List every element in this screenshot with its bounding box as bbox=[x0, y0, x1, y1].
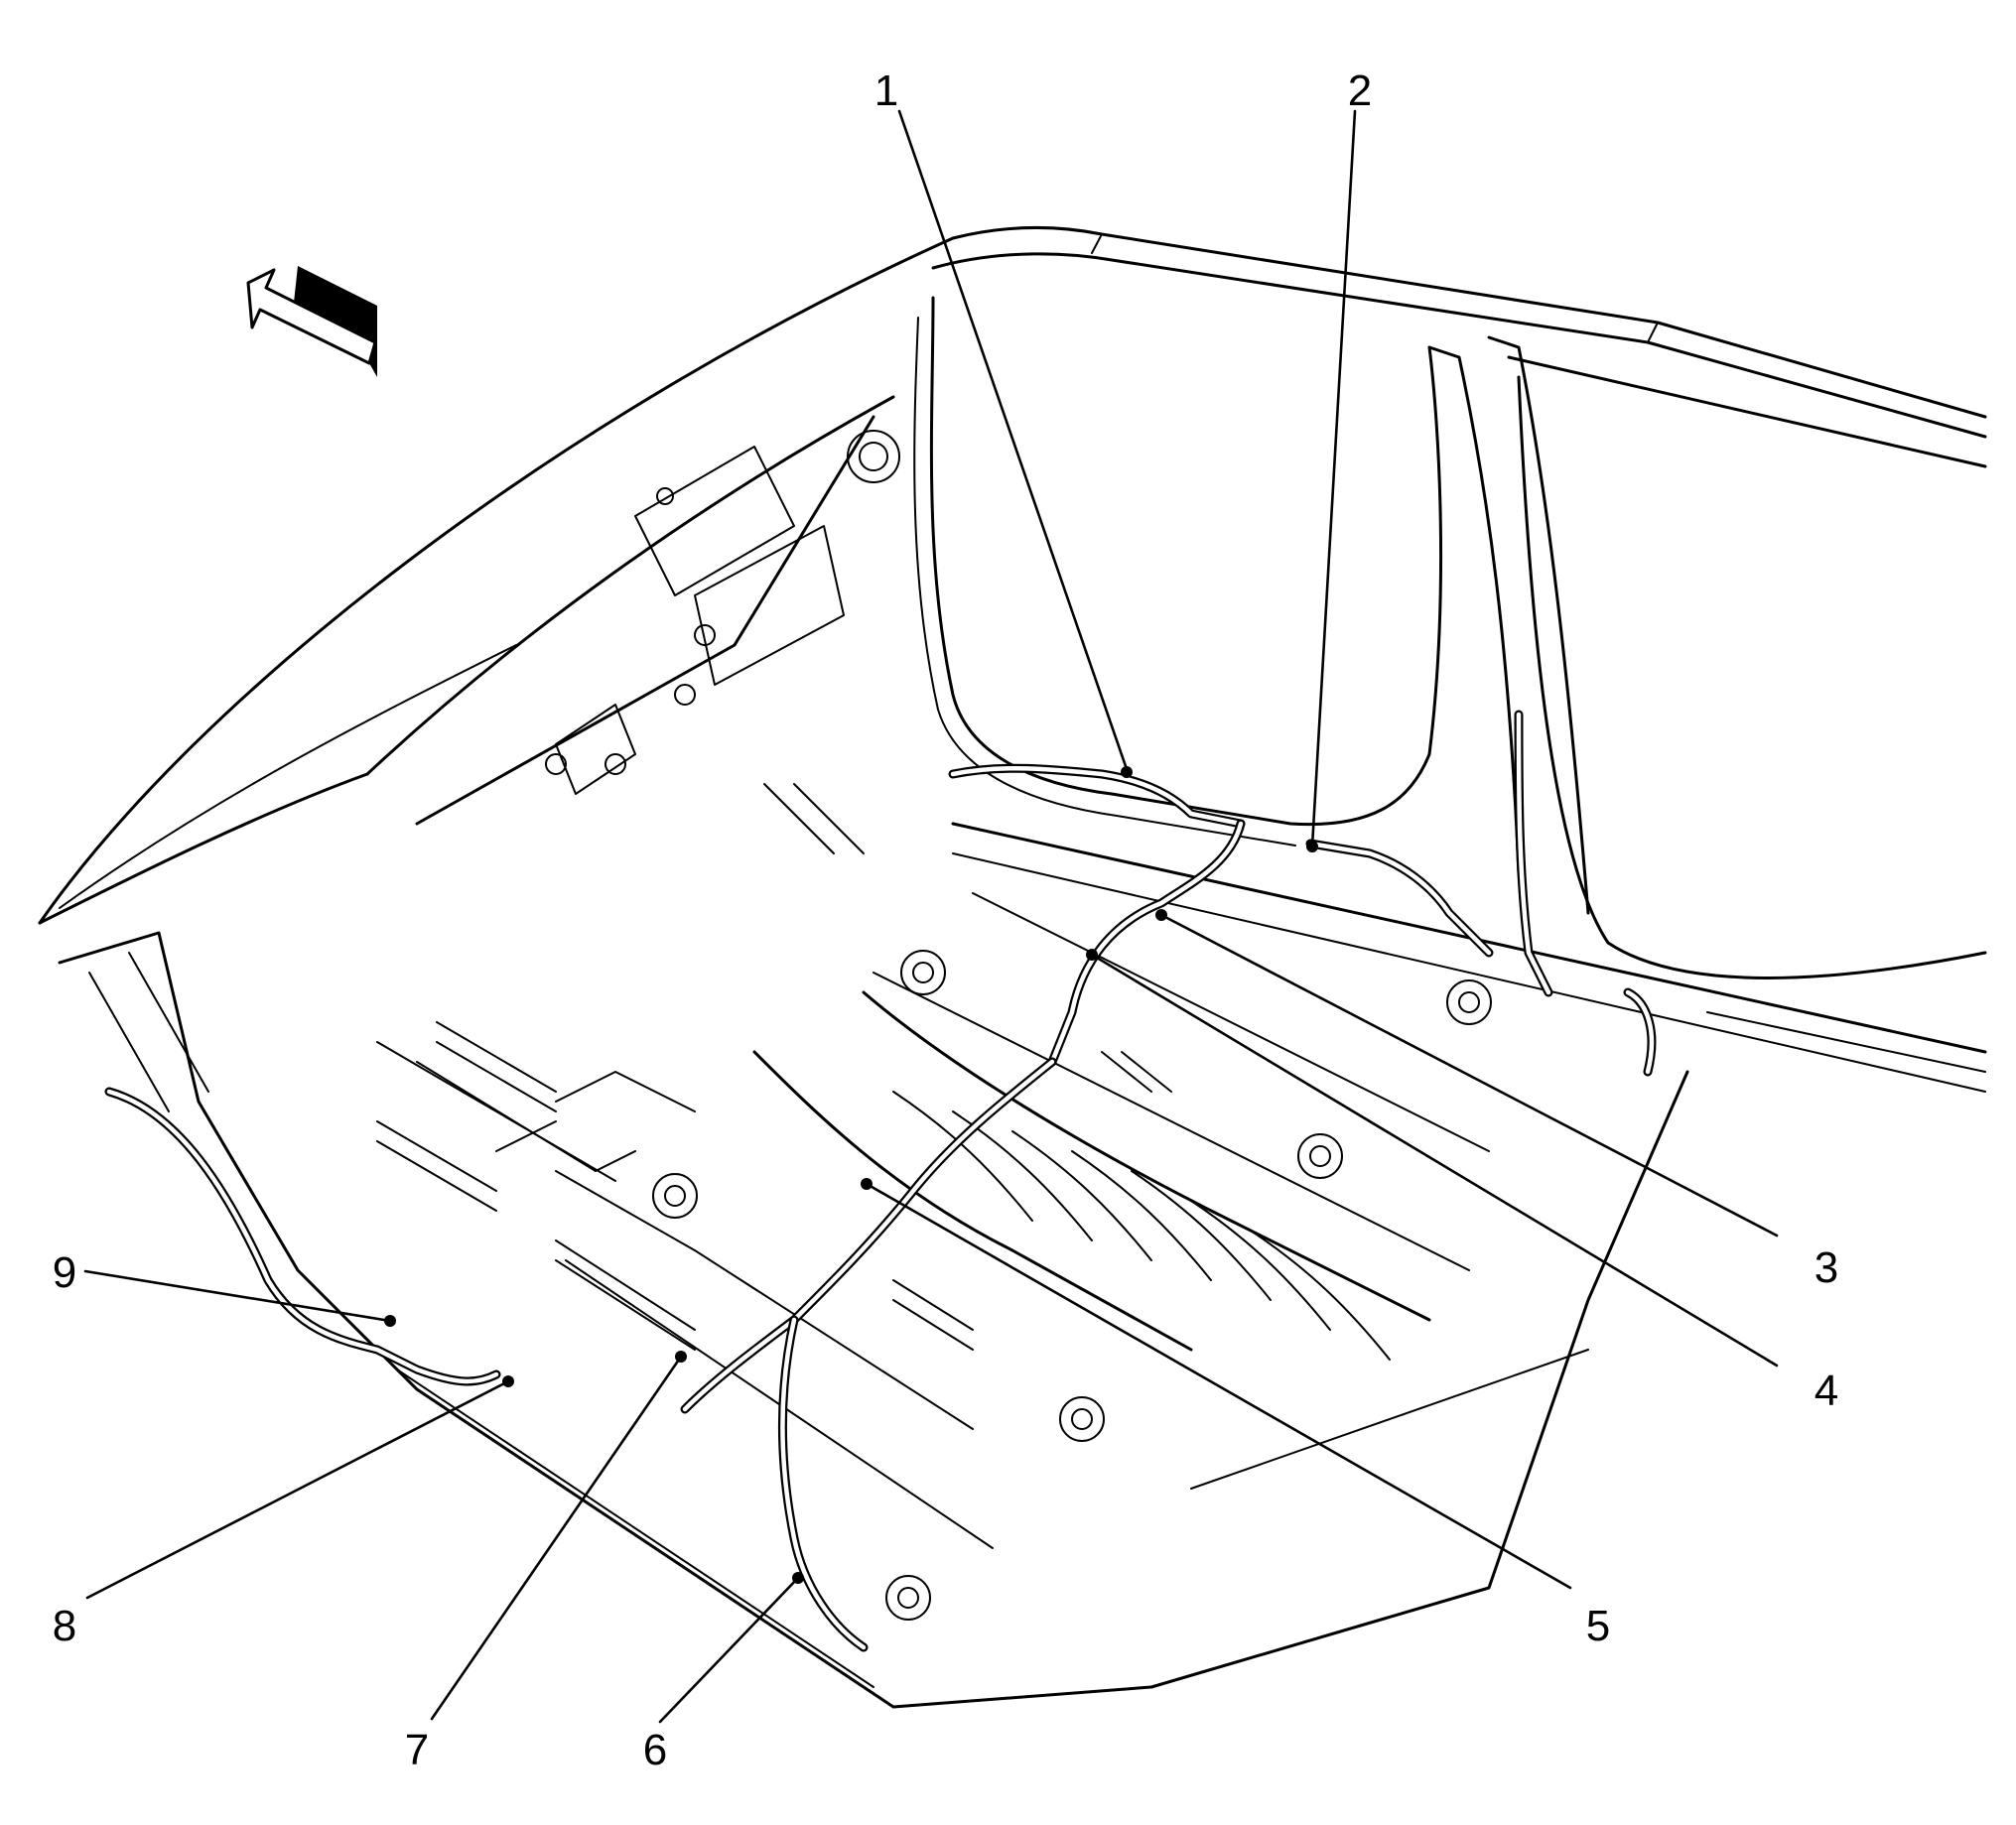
leader-5 bbox=[865, 1182, 1572, 1590]
leader-dot-8 bbox=[502, 1375, 514, 1387]
callout-5: 5 bbox=[1586, 1602, 1610, 1650]
callout-2: 2 bbox=[1348, 66, 1372, 115]
floor-wiring-harness bbox=[104, 710, 1657, 1652]
leader-7 bbox=[430, 1355, 683, 1721]
leader-dot-5 bbox=[861, 1178, 873, 1190]
callout-1: 1 bbox=[874, 66, 898, 115]
leader-6 bbox=[658, 1576, 800, 1724]
leader-dot-6 bbox=[792, 1572, 804, 1584]
leader-4 bbox=[1090, 953, 1779, 1368]
leader-dot-2 bbox=[1306, 841, 1318, 852]
vehicle-body-outline bbox=[38, 225, 1987, 1709]
callout-labels: 1 2 3 4 5 6 7 8 9 bbox=[53, 66, 1838, 1774]
leader-dot-9 bbox=[384, 1315, 396, 1327]
callout-8: 8 bbox=[53, 1602, 76, 1650]
leader-1 bbox=[897, 109, 1129, 771]
callout-4: 4 bbox=[1814, 1367, 1838, 1415]
leader-dot-4 bbox=[1086, 949, 1098, 961]
leader-3 bbox=[1159, 913, 1779, 1238]
leader-dot-1 bbox=[1121, 766, 1133, 778]
callout-7: 7 bbox=[405, 1726, 429, 1774]
front-direction-arrow-icon bbox=[246, 266, 377, 377]
callout-leaders bbox=[83, 109, 1779, 1724]
leader-2 bbox=[1310, 109, 1357, 848]
callout-6: 6 bbox=[643, 1726, 667, 1774]
leader-dot-7 bbox=[675, 1351, 687, 1363]
callout-9: 9 bbox=[53, 1248, 76, 1297]
callout-3: 3 bbox=[1814, 1243, 1838, 1292]
leader-9 bbox=[83, 1269, 392, 1323]
leader-dot-3 bbox=[1155, 909, 1167, 921]
leader-8 bbox=[85, 1379, 510, 1600]
